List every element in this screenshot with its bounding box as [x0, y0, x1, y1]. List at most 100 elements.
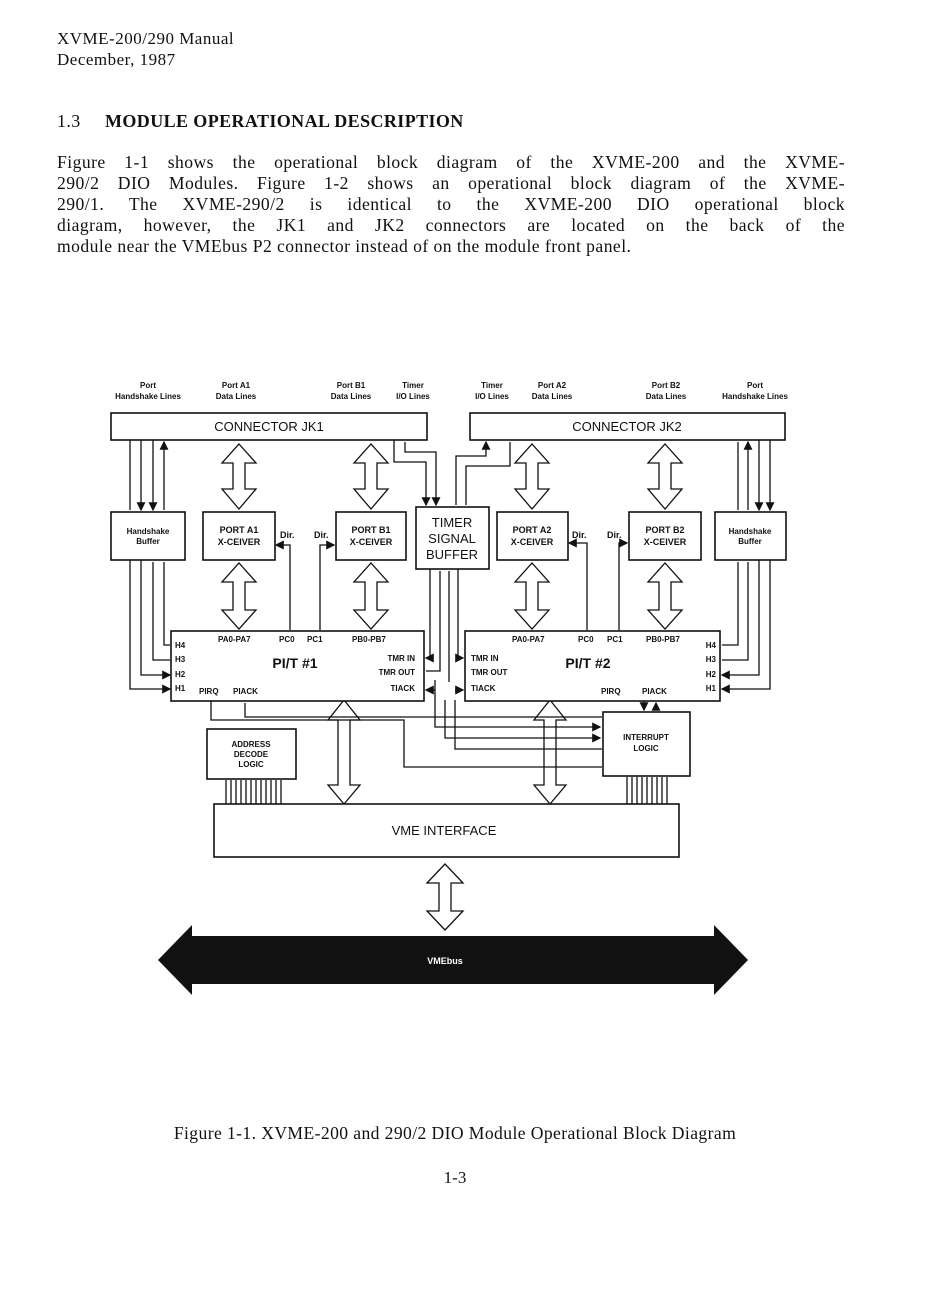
pit2-tmr-out: TMR OUT	[471, 668, 508, 677]
port-b2-xceiver-label: PORT B2	[645, 525, 684, 535]
hs-buffer-right-label-2: Buffer	[738, 537, 762, 546]
label-port-hs-left-sub: Handshake Lines	[115, 392, 181, 401]
page-number: 1-3	[443, 1168, 467, 1187]
port-b2-xceiver-label-2: X-CEIVER	[644, 537, 687, 547]
port-b1-xceiver-label-2: X-CEIVER	[350, 537, 393, 547]
port-b2-xceiver	[628, 511, 702, 561]
addr-decode-label-3: LOGIC	[238, 760, 264, 769]
pit2-pc1: PC1	[607, 635, 623, 644]
pit1-h4: H4	[175, 641, 186, 650]
section-title: MODULE OPERATIONAL DESCRIPTION	[105, 111, 464, 131]
port-b1-xceiver	[335, 511, 407, 561]
timer-signal-buffer	[415, 506, 490, 570]
port-a1-xceiver	[202, 511, 276, 561]
document-header: XVME-200/290 Manual December, 1987	[57, 28, 234, 70]
pit1-pc0: PC0	[279, 635, 295, 644]
label-timer-right-sub: I/O Lines	[475, 392, 509, 401]
interrupt-label-2: LOGIC	[633, 744, 659, 753]
timer-buffer-label-2: SIGNAL	[428, 531, 476, 546]
label-port-b2: Port B2	[652, 381, 681, 390]
interrupt-lines	[210, 680, 661, 768]
label-port-hs-right: Port	[747, 381, 763, 390]
pit2-tmr-in: TMR IN	[471, 654, 499, 663]
connector-jk1	[110, 412, 428, 441]
pit2-piack: PIACK	[642, 687, 667, 696]
pit1-title: PI/T #1	[272, 655, 317, 671]
label-port-b1-sub: Data Lines	[331, 392, 372, 401]
label-port-b2-sub: Data Lines	[646, 392, 687, 401]
section-number: 1.3	[57, 111, 81, 131]
pit-1	[170, 630, 425, 702]
pit2-title: PI/T #2	[565, 655, 610, 671]
pit1-piack: PIACK	[233, 687, 258, 696]
pit2-h2: H2	[706, 670, 717, 679]
port-a2-xceiver-label-2: X-CEIVER	[511, 537, 554, 547]
label-port-b1: Port B1	[337, 381, 366, 390]
pit2-pc0: PC0	[578, 635, 594, 644]
hs-buffer-left-label: Handshake	[127, 527, 170, 536]
handshake-buffer-right	[714, 511, 787, 561]
hs-buffer-left-label-2: Buffer	[136, 537, 160, 546]
vmebus-label: VMEbus	[427, 956, 463, 966]
pit1-h2: H2	[175, 670, 186, 679]
label-timer-left-sub: I/O Lines	[396, 392, 430, 401]
label-port-hs-right-sub: Handshake Lines	[722, 392, 788, 401]
pit1-tmr-in: TMR IN	[387, 654, 415, 663]
vme-interface-label: VME INTERFACE	[392, 823, 497, 838]
handshake-pit-lines-left	[129, 560, 172, 694]
pit1-pc1: PC1	[307, 635, 323, 644]
addr-decode-label-1: ADDRESS	[231, 740, 271, 749]
timer-buffer-label-1: TIMER	[432, 515, 472, 530]
port-a1-xceiver-label: PORT A1	[220, 525, 259, 535]
port-b1-xceiver-label: PORT B1	[351, 525, 390, 535]
pit1-h1: H1	[175, 684, 186, 693]
vme-interface	[213, 803, 680, 858]
pit1-pb: PB0-PB7	[352, 635, 386, 644]
dir-label-a1: Dir.	[280, 530, 295, 540]
addr-decode-label-2: DECODE	[234, 750, 269, 759]
figure-caption: Figure 1-1. XVME-200 and 290/2 DIO Modul…	[173, 1123, 737, 1143]
timer-pit-lines	[424, 569, 465, 695]
interrupt-logic	[602, 711, 691, 777]
timer-buffer-label-3: BUFFER	[426, 547, 478, 562]
pit2-h1: H1	[706, 684, 717, 693]
label-port-a1: Port A1	[222, 381, 251, 390]
pin-ticks	[225, 777, 668, 804]
pit2-h4: H4	[706, 641, 717, 650]
pit1-h3: H3	[175, 655, 186, 664]
header-date: December, 1987	[57, 50, 176, 69]
pit-2	[464, 630, 721, 702]
connector-jk2	[469, 412, 786, 441]
paragraph-line: Figure 1-1 shows the operational block d…	[57, 152, 845, 172]
paragraph-line: diagram, however, the JK1 and JK2 connec…	[57, 215, 845, 235]
label-port-a1-sub: Data Lines	[216, 392, 257, 401]
label-port-hs-left: Port	[140, 381, 156, 390]
connector-jk2-label: CONNECTOR JK2	[572, 419, 682, 434]
handshake-lines-right	[737, 440, 775, 512]
address-decode-logic	[206, 728, 297, 780]
pit2-tiack: TIACK	[471, 684, 496, 693]
handshake-pit-lines-right	[720, 560, 771, 694]
dir-label-a2: Dir.	[572, 530, 587, 540]
label-port-a2: Port A2	[538, 381, 567, 390]
top-labels: Port Handshake Lines Port A1 Data Lines …	[115, 381, 788, 401]
hs-buffer-right-label: Handshake	[729, 527, 772, 536]
label-timer-left: Timer	[402, 381, 424, 390]
paragraph-line: 290/2 DIO Modules. Figure 1-2 shows an o…	[57, 173, 845, 193]
vmebus-arrow	[158, 925, 748, 995]
timer-io-lines	[393, 440, 511, 507]
port-a2-xceiver	[496, 511, 569, 561]
pit1-tmr-out: TMR OUT	[379, 668, 416, 677]
header-manual-title: XVME-200/290 Manual	[57, 29, 235, 48]
port-a1-xceiver-label-2: X-CEIVER	[218, 537, 261, 547]
bus-arrows	[220, 443, 684, 931]
block-diagram: Port Handshake Lines Port A1 Data Lines …	[110, 381, 788, 995]
pit2-pirq: PIRQ	[601, 687, 621, 696]
section-heading: 1.3 MODULE OPERATIONAL DESCRIPTION	[57, 111, 464, 132]
pit2-pb: PB0-PB7	[646, 635, 680, 644]
dir-label-b1: Dir.	[314, 530, 329, 540]
port-a2-xceiver-label: PORT A2	[513, 525, 552, 535]
dir-control-lines	[274, 538, 629, 630]
handshake-lines-left	[129, 440, 169, 512]
paragraph-line: module near the VMEbus P2 connector inst…	[57, 236, 632, 256]
